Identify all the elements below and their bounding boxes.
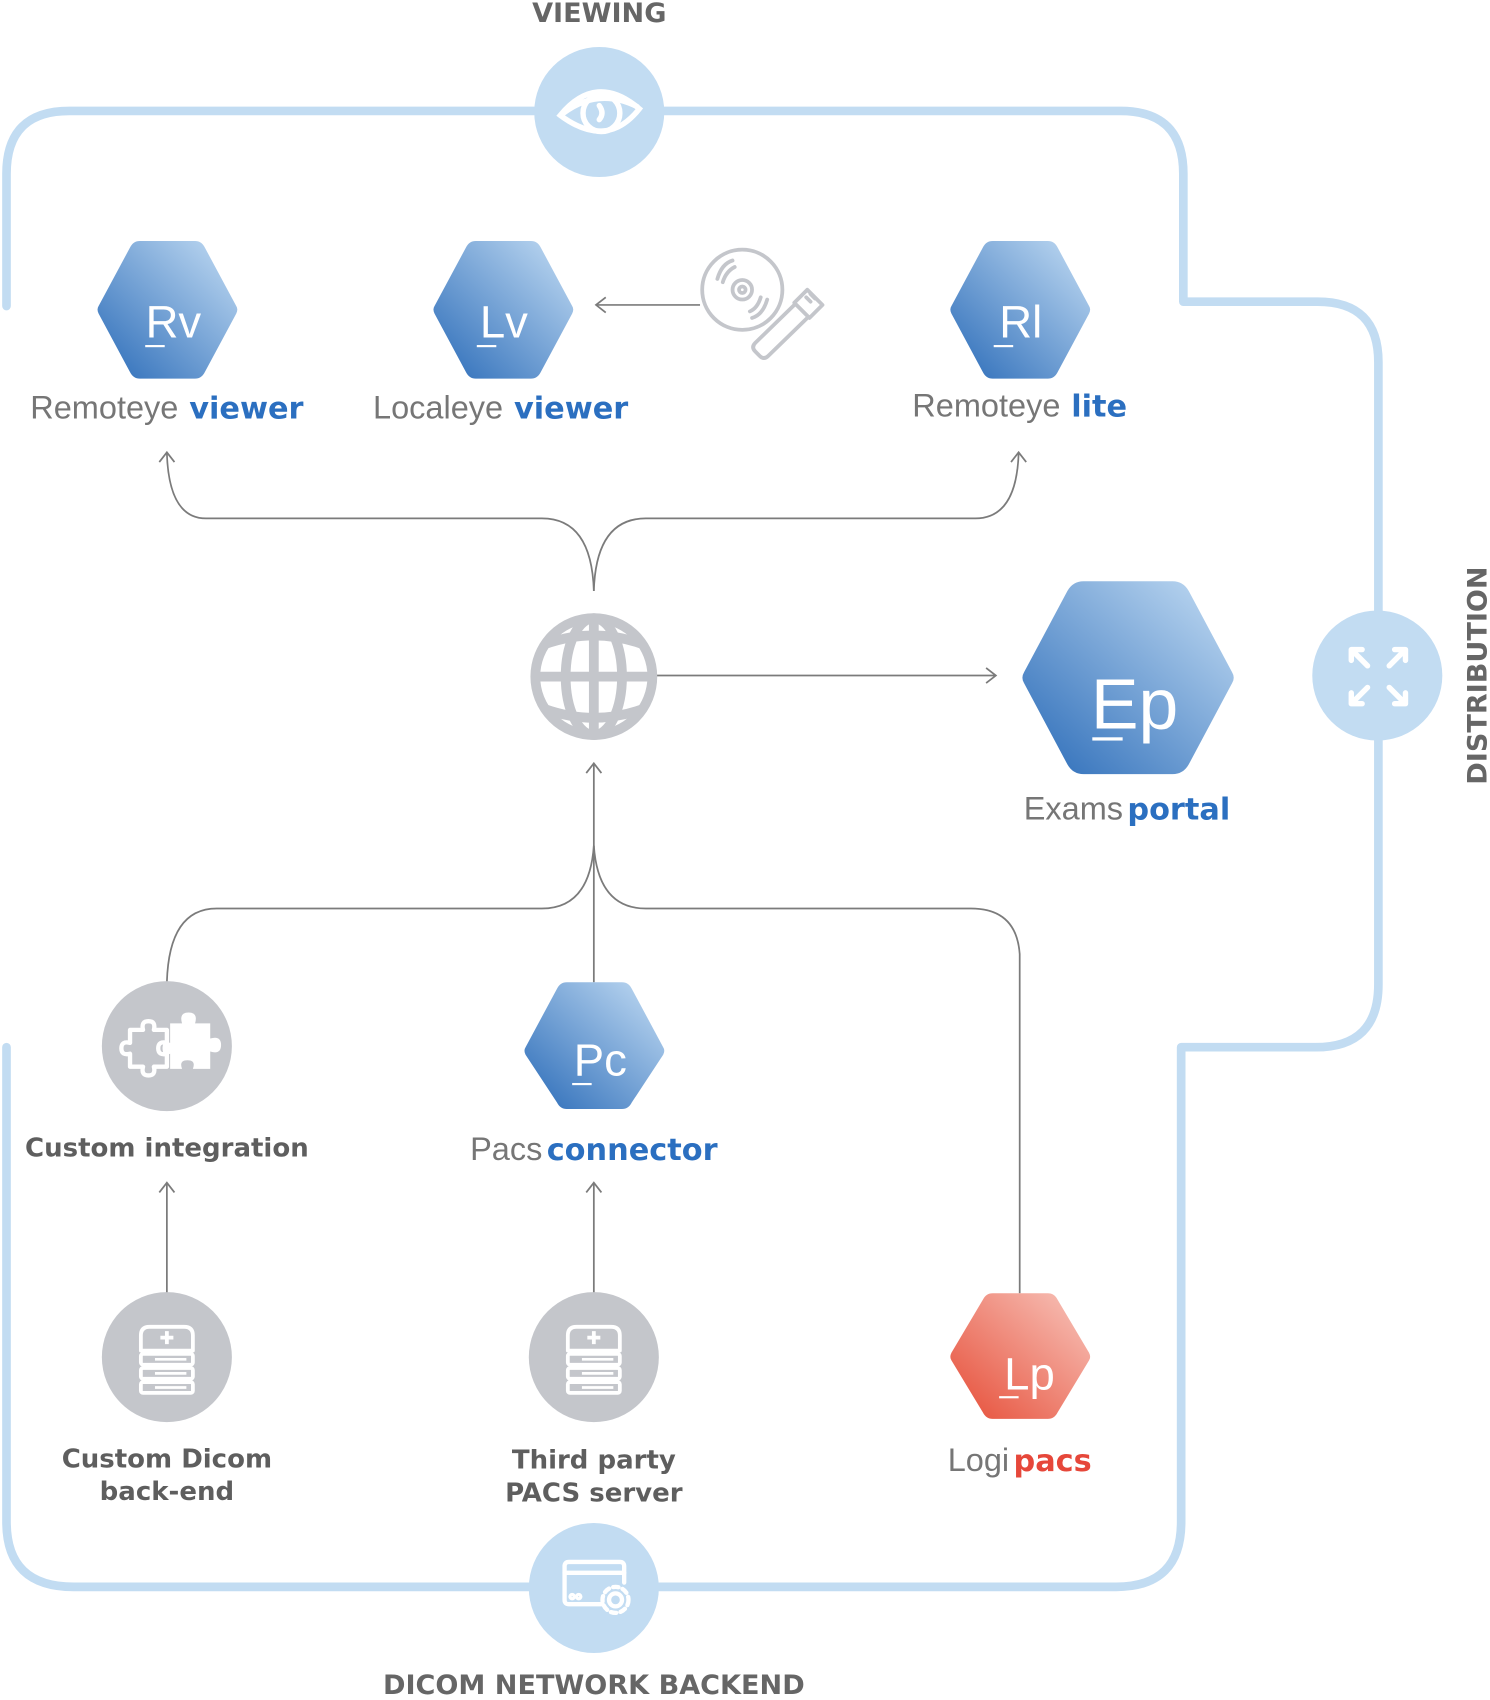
arrowhead-examsportal xyxy=(985,667,998,684)
frame-bottom-left xyxy=(2,1042,536,1592)
hexagon-pacsconnector xyxy=(524,982,665,1109)
distribution-section-label: DISTRIBUTION xyxy=(1463,566,1490,784)
frame-top-left xyxy=(2,106,542,311)
hex-abbr-rv: Rv xyxy=(146,296,202,347)
distribution-hub: DISTRIBUTION xyxy=(1312,566,1490,785)
product-name-examsportal: Exams portal xyxy=(1024,791,1231,828)
product-name-remoteeye-lite: Remoteye lite xyxy=(912,388,1127,425)
hexagon-remoteeye-lite xyxy=(950,240,1091,379)
dicom-circle xyxy=(101,1292,232,1423)
globe-icon xyxy=(530,613,658,741)
node-third-party-pacs[interactable]: Third party PACS server xyxy=(505,1292,683,1508)
arrowhead-remoteeye-viewer xyxy=(158,450,176,463)
custom-dicom-label-line2: back-end xyxy=(100,1477,234,1507)
product-pacsconnector[interactable]: Pc Pacs connector xyxy=(470,982,718,1168)
hexagon-examsportal xyxy=(1022,581,1234,775)
arrowhead-localeye xyxy=(594,296,607,314)
backend-hub-circle xyxy=(528,1522,659,1653)
connector-integration-to-globe xyxy=(166,845,595,983)
hex-underline xyxy=(1092,737,1123,741)
puzzle-icon xyxy=(119,1019,170,1078)
connector-globe-to-viewers-left xyxy=(166,453,595,592)
hex-underline xyxy=(999,1396,1019,1399)
hex-underline xyxy=(476,345,497,348)
hex-abbr-lp: Lp xyxy=(1004,1349,1055,1400)
hexagon-logipacs xyxy=(950,1293,1091,1419)
arrowhead-remoteeye-lite xyxy=(1010,450,1027,463)
product-examsportal[interactable]: Ep Exams portal xyxy=(1022,581,1234,828)
arrowhead-integration xyxy=(158,1181,176,1193)
product-name-pacsconnector: Pacs connector xyxy=(470,1131,717,1168)
hexagon-localeye-viewer xyxy=(433,240,574,379)
medical-server-icon xyxy=(138,1324,195,1395)
hex-abbr-ep: Ep xyxy=(1091,665,1178,745)
node-custom-dicom-backend[interactable]: Custom Dicom back-end xyxy=(62,1292,272,1507)
thirdparty-label-line2: PACS server xyxy=(505,1478,683,1508)
product-name-remoteeye-viewer: Remoteye viewer xyxy=(30,390,303,427)
product-remoteeye-viewer[interactable]: Rv Remoteye viewer xyxy=(30,240,304,427)
connector-logipacs-to-globe xyxy=(592,845,1021,1294)
hex-underline xyxy=(145,345,165,348)
eye-icon xyxy=(556,89,644,135)
medical-server-icon xyxy=(565,1324,622,1395)
backend-section-label: DICOM NETWORK BACKEND xyxy=(383,1670,805,1700)
product-remoteeye-lite[interactable]: Rl Remoteye lite xyxy=(912,240,1127,425)
viewing-section-label: VIEWING xyxy=(532,0,666,29)
hex-abbr-lv: Lv xyxy=(480,296,528,347)
node-custom-integration[interactable]: Custom integration xyxy=(25,981,309,1164)
hex-abbr-pc: Pc xyxy=(574,1034,627,1085)
frame-top-right xyxy=(658,106,1383,619)
connector-globe-to-viewers-right xyxy=(592,453,1020,592)
hex-underline xyxy=(572,1082,592,1086)
custom-integration-label: Custom integration xyxy=(25,1134,309,1164)
backend-hub: DICOM NETWORK BACKEND xyxy=(383,1522,805,1700)
product-localeye-viewer[interactable]: Lv Localeye viewer xyxy=(373,240,628,427)
frame-right-lower xyxy=(654,735,1383,1592)
product-name-localeye-viewer: Localeye viewer xyxy=(373,390,628,427)
custom-dicom-label-line1: Custom Dicom xyxy=(62,1445,272,1475)
arrowhead-pacsconnector xyxy=(585,1181,603,1193)
hex-abbr-rl: Rl xyxy=(999,296,1042,347)
product-logipacs[interactable]: Lp Logi pacs xyxy=(948,1293,1092,1479)
connectors xyxy=(158,296,1027,1294)
thirdparty-label-line1: Third party xyxy=(512,1446,676,1476)
hex-underline xyxy=(993,345,1014,348)
cd-usb-icon xyxy=(700,247,825,360)
distribution-hub-circle xyxy=(1312,610,1443,741)
product-name-logipacs: Logi pacs xyxy=(948,1442,1092,1479)
puzzle-piece-solid xyxy=(162,1012,222,1069)
window-gear-icon xyxy=(562,1559,631,1616)
expand-arrows-icon xyxy=(1348,646,1409,707)
hexagon-remoteeye-viewer xyxy=(97,240,238,379)
arrowhead-globe xyxy=(585,761,603,774)
viewing-hub: VIEWING xyxy=(532,0,666,178)
thirdparty-circle xyxy=(528,1292,659,1423)
